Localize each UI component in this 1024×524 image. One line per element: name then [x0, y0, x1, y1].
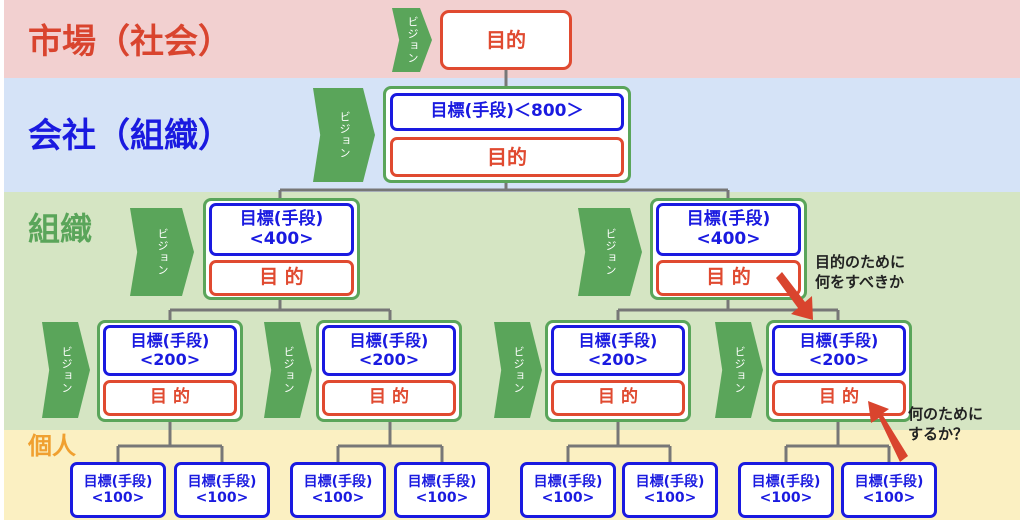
individual-goal-box: 目標(手段)<100>: [841, 462, 937, 518]
chevron-icon: [494, 322, 542, 418]
goal-value: <200>: [139, 349, 201, 369]
goal-value: <400>: [696, 228, 761, 249]
vision-label: ビジョン: [60, 346, 73, 394]
individual-goal-box: 目標(手段)<100>: [394, 462, 490, 518]
level-individual: 個人: [28, 432, 76, 460]
team-purpose-box: 目 的: [322, 380, 456, 416]
vision-label: ビジョン: [604, 228, 617, 276]
vision-label: ビジョン: [512, 346, 525, 394]
chevron-icon: [392, 8, 432, 72]
vision-label: ビジョン: [282, 346, 295, 394]
goal-label: 目標(手段): [751, 473, 821, 490]
individual-goal-box: 目標(手段)<100>: [290, 462, 386, 518]
vision-chevron: ビジョン: [313, 88, 375, 182]
chevron-icon: [264, 322, 312, 418]
individual-goal-box: 目標(手段)<100>: [520, 462, 616, 518]
vision-label: ビジョン: [733, 346, 746, 394]
goal-label: 目標(手段): [303, 473, 373, 490]
annotation-why-do: 何のために するか？: [908, 405, 984, 444]
vision-label: ビジョン: [156, 228, 169, 276]
vision-chevron: ビジョン: [392, 8, 432, 72]
chevron-icon: [130, 208, 194, 296]
organization-purpose-box: 目 的: [656, 260, 801, 296]
team-purpose-box: 目 的: [103, 380, 237, 416]
goal-label: 目標(手段): [349, 331, 429, 351]
level-market: 市場（社会）: [28, 22, 232, 62]
level-organization: 組織: [28, 210, 93, 248]
goal-label: 目標(手段): [407, 473, 477, 490]
goal-label: 目標(手段): [799, 331, 879, 351]
goal-label: 目標(手段): [533, 473, 603, 490]
level-company: 会社（組織）: [28, 116, 232, 156]
goal-value: <100>: [541, 490, 595, 506]
goal-label: 目標(手段): [854, 473, 924, 490]
team-goal-box: 目標(手段)<200>: [551, 325, 685, 376]
goal-value: <100>: [862, 490, 916, 506]
company-goal-box: 目標(手段)＜800＞: [390, 93, 624, 131]
goal-label: 目標(手段): [578, 331, 658, 351]
team-goal-box: 目標(手段)<200>: [322, 325, 456, 376]
team-goal-box: 目標(手段)<200>: [772, 325, 906, 376]
vision-label: ビジョン: [406, 16, 419, 64]
chevron-icon: [313, 88, 375, 182]
goal-value: <100>: [91, 490, 145, 506]
goal-label: 目標(手段): [635, 473, 705, 490]
goal-value: <200>: [587, 349, 649, 369]
goal-label: 目標(手段): [187, 473, 257, 490]
goal-label: 目標(手段): [239, 208, 324, 229]
organization-purpose-box: 目 的: [209, 260, 354, 296]
individual-goal-box: 目標(手段)<100>: [738, 462, 834, 518]
goal-value: <200>: [808, 349, 870, 369]
chevron-icon: [715, 322, 763, 418]
goal-value: <100>: [195, 490, 249, 506]
team-purpose-box: 目 的: [551, 380, 685, 416]
individual-goal-box: 目標(手段)<100>: [70, 462, 166, 518]
goal-value: <400>: [249, 228, 314, 249]
individual-goal-box: 目標(手段)<100>: [174, 462, 270, 518]
team-goal-box: 目標(手段)<200>: [103, 325, 237, 376]
goal-label: 目標(手段): [130, 331, 210, 351]
vision-label: ビジョン: [338, 111, 351, 159]
arrow-down-icon: [776, 272, 813, 320]
annotation-what-to-do: 目的のために 何をすべきか: [815, 253, 906, 292]
goal-value: <100>: [311, 490, 365, 506]
goal-value: <200>: [358, 349, 420, 369]
organization-goal-box: 目標(手段)<400>: [656, 203, 801, 256]
goal-label: 目標(手段): [686, 208, 771, 229]
company-purpose-box: 目的: [390, 137, 624, 177]
goal-value: <100>: [759, 490, 813, 506]
chevron-icon: [42, 322, 90, 418]
goal-value: <100>: [415, 490, 469, 506]
arrow-up-icon: [868, 401, 908, 462]
market-purpose-box: 目的: [440, 10, 572, 70]
chevron-icon: [578, 208, 642, 296]
vision-chevron: ビジョン: [715, 322, 763, 418]
vision-chevron: ビジョン: [264, 322, 312, 418]
team-purpose-box: 目 的: [772, 380, 906, 416]
goal-value: <100>: [643, 490, 697, 506]
vision-chevron: ビジョン: [42, 322, 90, 418]
individual-goal-box: 目標(手段)<100>: [622, 462, 718, 518]
vision-chevron: ビジョン: [578, 208, 642, 296]
organization-goal-box: 目標(手段)<400>: [209, 203, 354, 256]
vision-chevron: ビジョン: [494, 322, 542, 418]
vision-chevron: ビジョン: [130, 208, 194, 296]
goal-label: 目標(手段): [83, 473, 153, 490]
